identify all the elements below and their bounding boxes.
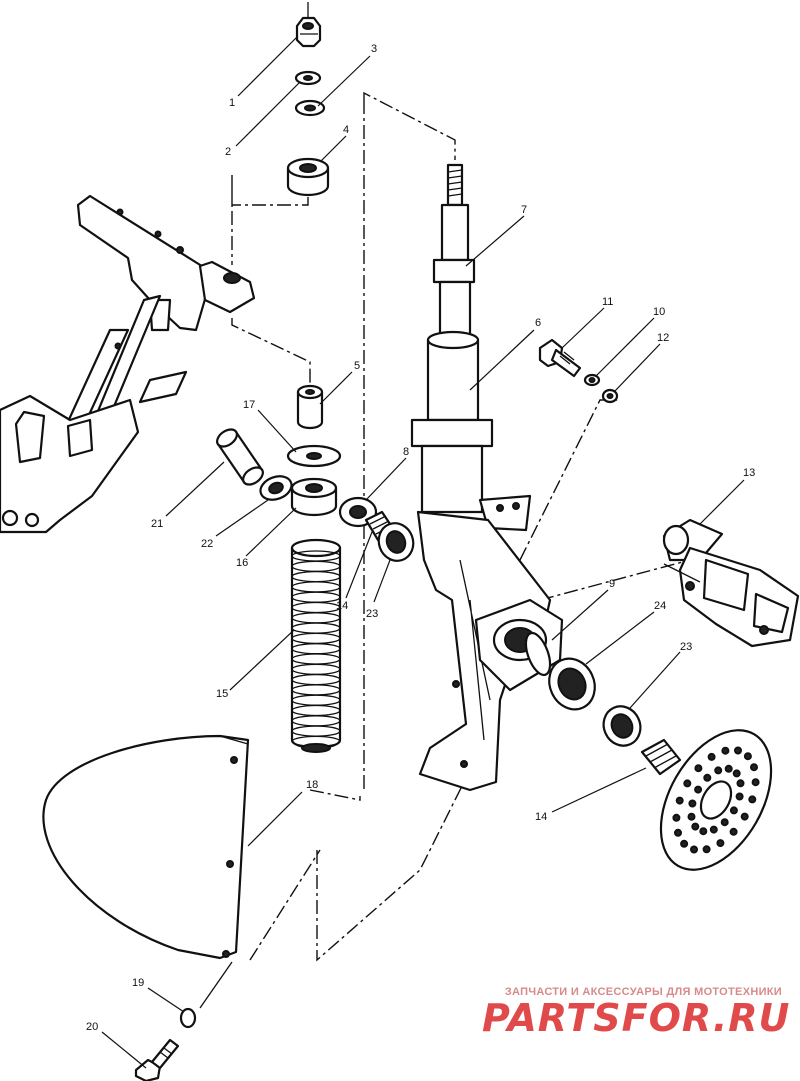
disc-hole xyxy=(736,779,745,788)
part-6-strut-housing xyxy=(410,330,564,792)
disc-hole xyxy=(703,773,712,782)
callout-4: 4 xyxy=(343,124,349,136)
part-13-caliper xyxy=(662,518,800,648)
part-17-washer xyxy=(286,444,342,468)
disc-hole xyxy=(680,839,689,848)
disc-hole xyxy=(690,845,698,854)
part-11-bolt xyxy=(538,338,582,378)
callout-23-upper: 23 xyxy=(366,608,378,620)
part-10-washer xyxy=(583,373,601,387)
callout-3: 3 xyxy=(371,43,377,55)
disc-hole xyxy=(702,845,711,854)
disc-hole xyxy=(694,764,703,773)
disc-hole xyxy=(729,806,738,815)
disc-hole xyxy=(735,792,744,801)
callout-7: 7 xyxy=(521,204,527,216)
leader-lines xyxy=(101,35,745,1069)
callout-24: 24 xyxy=(654,600,666,612)
disc-hole xyxy=(732,769,741,778)
part-21-bushing xyxy=(216,428,264,486)
callout-14-lower: 14 xyxy=(535,811,547,823)
part-5-nut xyxy=(296,384,324,430)
callout-labels: 1 2 3 4 5 6 7 8 9 10 11 12 13 14 14 15 1… xyxy=(86,43,755,1033)
callout-9: 9 xyxy=(609,578,615,590)
callout-14-upper: 14 xyxy=(336,600,348,612)
part-4-bushing xyxy=(286,157,330,197)
disc-hole xyxy=(721,746,730,755)
disc-hole xyxy=(709,825,718,834)
part-15-coil-spring xyxy=(290,538,342,753)
callout-17: 17 xyxy=(243,399,255,411)
disc-hole xyxy=(683,779,692,788)
disc-hole xyxy=(743,752,752,761)
part-16-spring-seat xyxy=(290,477,338,517)
callout-1: 1 xyxy=(229,97,235,109)
watermark-logo: PARTSFOR.RU xyxy=(482,996,791,1040)
watermark-tagline: ЗАПЧАСТИ И АКСЕССУАРЫ ДЛЯ МОТОТЕХНИКИ xyxy=(504,986,782,998)
part-14-bearing-lower xyxy=(640,738,682,776)
callout-19: 19 xyxy=(132,977,144,989)
callout-20: 20 xyxy=(86,1021,98,1033)
callout-21: 21 xyxy=(151,518,163,530)
part-22-bushing xyxy=(259,475,293,501)
part-18-splash-shield xyxy=(42,734,250,960)
callout-10: 10 xyxy=(653,306,665,318)
watermark: ЗАПЧАСТИ И АКСЕССУАРЫ ДЛЯ МОТОТЕХНИКИ PA… xyxy=(482,986,791,1040)
callout-5: 5 xyxy=(354,360,360,372)
disc-hole xyxy=(672,813,681,822)
disc-hole xyxy=(707,752,716,761)
disc-hole xyxy=(688,799,697,808)
callout-8: 8 xyxy=(403,446,409,458)
disc-hole xyxy=(675,796,684,805)
part-2-washer xyxy=(294,70,322,86)
part-7-shock-rod xyxy=(432,163,476,338)
part-19-lock-washer xyxy=(179,961,233,1029)
disc-hole xyxy=(687,812,696,821)
part-23-race-lower xyxy=(602,705,642,747)
frame-assembly xyxy=(0,194,256,534)
callout-22: 22 xyxy=(201,538,213,550)
part-9-seal xyxy=(524,631,552,677)
callout-18: 18 xyxy=(306,779,318,791)
disc-hole xyxy=(714,766,723,775)
disc-hole xyxy=(724,764,733,773)
disc-hole xyxy=(734,746,742,755)
part-12-nut xyxy=(601,388,619,404)
disc-hole xyxy=(674,828,682,837)
disc-hole xyxy=(751,778,760,787)
callout-16: 16 xyxy=(236,557,248,569)
assembly-lines xyxy=(231,91,691,962)
disc-hole xyxy=(729,827,738,836)
part-20-bolt xyxy=(134,1038,180,1081)
callout-12: 12 xyxy=(657,332,669,344)
disc-hole xyxy=(750,763,758,772)
callout-15: 15 xyxy=(216,688,228,700)
part-23-race-upper xyxy=(377,522,415,562)
disc-hole xyxy=(740,812,749,821)
callout-23-lower: 23 xyxy=(680,641,692,653)
callout-11: 11 xyxy=(602,296,613,308)
part-1-nut xyxy=(295,2,322,48)
disc-hole xyxy=(694,785,703,794)
callout-2: 2 xyxy=(225,146,231,158)
disc-hole xyxy=(720,818,729,827)
part-24-race xyxy=(548,657,596,711)
disc-hole xyxy=(716,839,725,848)
disc-hole xyxy=(699,827,708,836)
part-3-washer xyxy=(294,99,326,117)
callout-6: 6 xyxy=(535,317,541,329)
callout-13: 13 xyxy=(743,467,755,479)
disc-hole xyxy=(691,822,700,831)
disc-hole xyxy=(748,795,757,804)
brake-disc xyxy=(659,729,773,871)
